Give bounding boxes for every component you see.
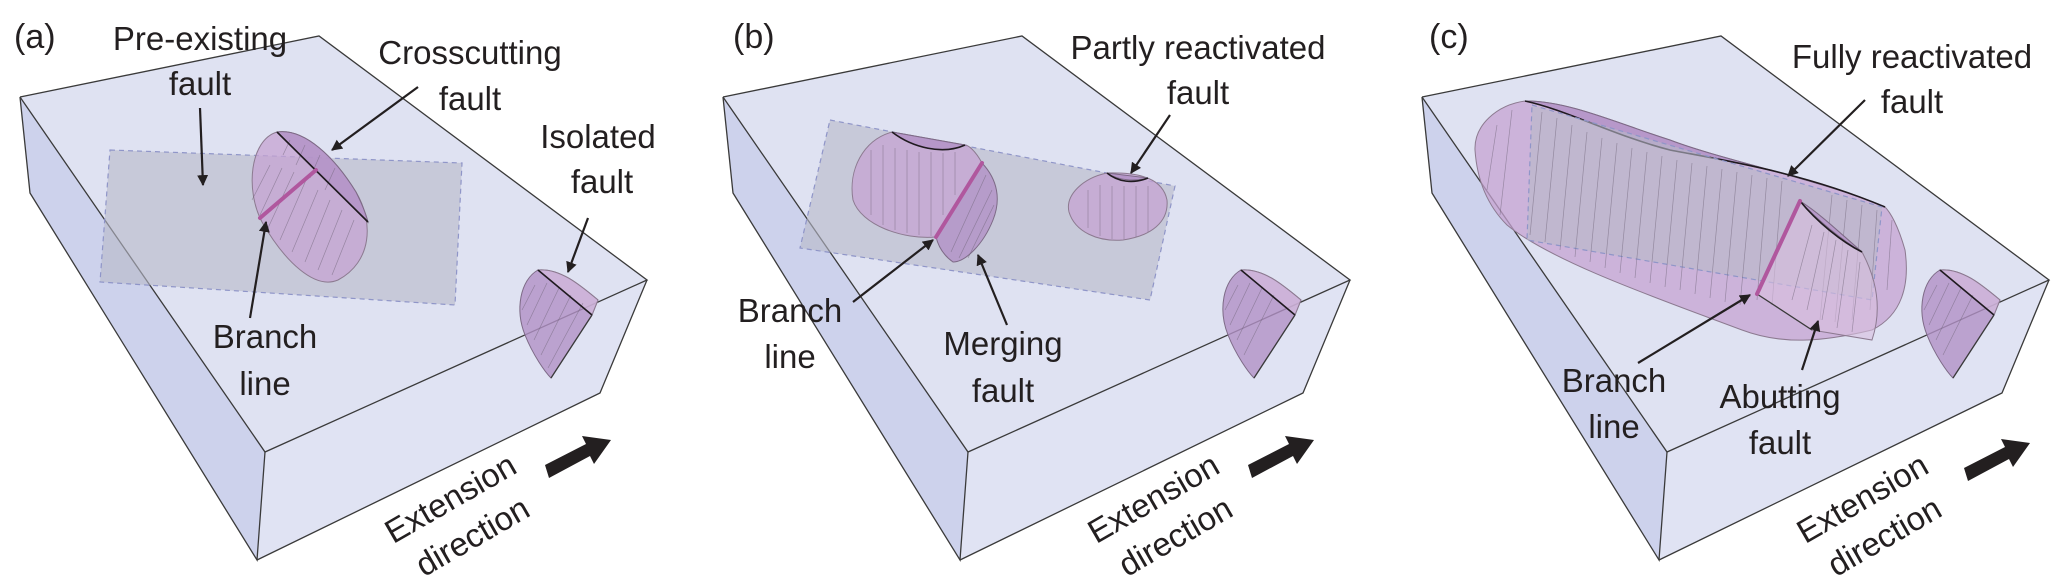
crosscutting-fault-arrow xyxy=(331,86,419,151)
panel-c: (c) Fully reactivated fault Branch line … xyxy=(1421,18,2051,583)
branch-line-arrow xyxy=(852,239,934,303)
branch-line-label-line2: line xyxy=(764,338,815,375)
isolated-fault-label-line1: Isolated xyxy=(540,118,656,155)
extension-arrow-icon xyxy=(1248,436,1314,478)
branch-line xyxy=(1755,199,1802,296)
crosscutting-fault xyxy=(251,131,369,283)
abutting-fault-arrow xyxy=(1800,319,1821,371)
branch-line-label-line1: Branch xyxy=(213,318,318,355)
branch-line-label-line2: line xyxy=(239,365,290,402)
panel-label-c: (c) xyxy=(1429,18,1469,56)
branch-line-label-line1: Branch xyxy=(1562,362,1667,399)
partly-reactivated-fault-label-line1: Partly reactivated xyxy=(1071,29,1326,66)
isolated-fault-label-line2: fault xyxy=(571,163,633,200)
branch-line-label-line1: Branch xyxy=(738,292,843,329)
merging-fault-arrow xyxy=(976,253,1009,326)
partly-reactivated-fault xyxy=(1067,172,1168,241)
fully-reactivated-fault-label-line1: Fully reactivated xyxy=(1792,38,2032,75)
branch-line xyxy=(258,168,318,220)
abutting-fault xyxy=(1756,200,1878,341)
isolated-fault xyxy=(1222,269,1302,379)
extension-arrow-icon xyxy=(1964,439,2030,481)
isolated-fault xyxy=(1921,269,2001,379)
branch-line-arrow xyxy=(1637,294,1751,364)
panel-label-a: (a) xyxy=(14,18,56,56)
partly-reactivated-fault-arrow xyxy=(1130,114,1171,174)
fully-reactivated-fault-arrow xyxy=(1787,99,1866,177)
partly-reactivated-large-fault xyxy=(851,131,983,238)
branch-line xyxy=(934,161,984,239)
pre-existing-fault-arrow xyxy=(197,107,209,187)
merging-fault xyxy=(935,162,998,263)
block-left-face xyxy=(1422,97,1667,560)
merging-fault-label-line1: Merging xyxy=(943,325,1062,362)
abutting-fault-label-line2: fault xyxy=(1749,424,1811,461)
branch-line-label-line2: line xyxy=(1588,408,1639,445)
merging-fault-label-line2: fault xyxy=(972,372,1034,409)
extension-arrow-icon xyxy=(545,436,611,478)
block-left-face xyxy=(723,97,968,560)
crosscutting-fault-label-line2: fault xyxy=(439,80,501,117)
isolated-fault xyxy=(519,269,599,379)
branch-line-arrow xyxy=(248,220,270,319)
panel-a: (a) Pre-existing fault Crosscutting faul… xyxy=(14,18,656,583)
fully-reactivated-fault-label-line2: fault xyxy=(1881,83,1943,120)
panel-b: (b) Partly reactivated fault Branch line… xyxy=(722,18,1352,583)
crosscutting-fault-label-line1: Crosscutting xyxy=(378,34,561,71)
abutting-fault-label-line1: Abutting xyxy=(1719,378,1840,415)
pre-existing-fault-label-line2: fault xyxy=(169,65,231,102)
pre-existing-fault-label-line1: Pre-existing xyxy=(113,20,287,57)
panel-label-b: (b) xyxy=(733,18,775,56)
block-left-face xyxy=(20,97,265,560)
isolated-fault-arrow xyxy=(566,217,590,274)
partly-reactivated-fault-label-line2: fault xyxy=(1167,74,1229,111)
